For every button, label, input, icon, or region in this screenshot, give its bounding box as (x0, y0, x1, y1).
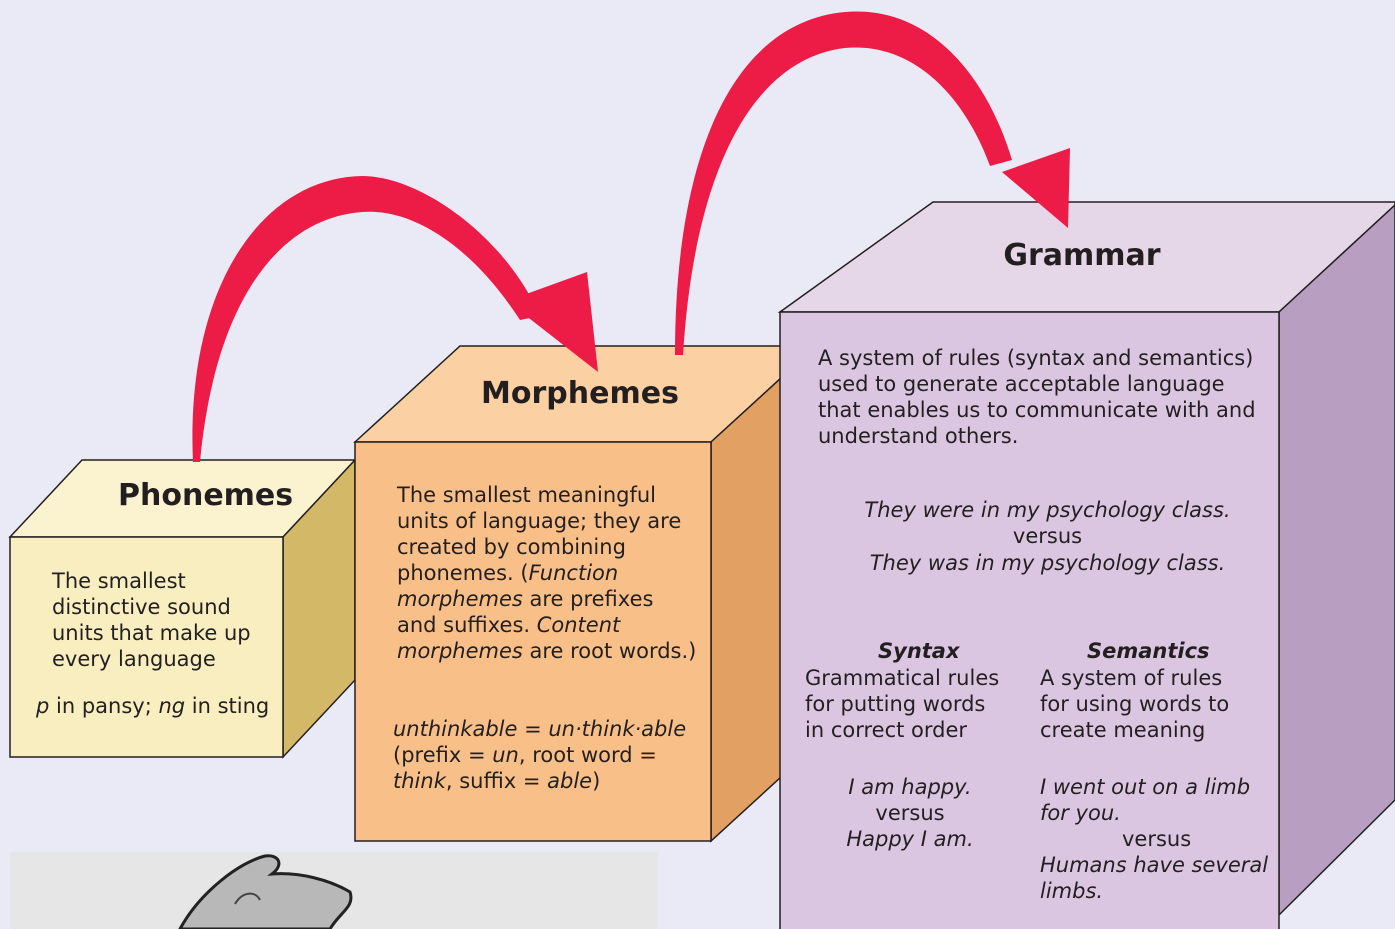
phonemes-block (8, 458, 357, 759)
syntax-heading: Syntax (878, 639, 960, 663)
grammar-title: Grammar (1003, 238, 1161, 273)
phonemes-example: p in pansy; ng in sting (36, 693, 281, 719)
syntax-example-versus: versus (875, 801, 945, 825)
semantics-example-2: Humans have several limbs. (1040, 853, 1269, 903)
phonemes-definition: The smallest distinctive sound units tha… (52, 569, 251, 671)
grammar-example-versus: versus (1012, 524, 1083, 548)
phonemes-block-front (9, 536, 284, 758)
grammar-example-line-1: They were in my psychology class. (864, 498, 1231, 522)
morphemes-definition: The smallest meaningful units of languag… (397, 482, 697, 664)
grammar-example-line-2: They was in my psychology class. (869, 551, 1226, 575)
morphemes-breakdown-p1: (prefix = (393, 743, 493, 767)
semantics-example-1: I went out on a limb for you. (1040, 775, 1251, 825)
semantics-definition: A system of rules for using words to cre… (1040, 666, 1230, 742)
morphemes-breakdown-p2: , root word = (518, 743, 657, 767)
morphemes-breakdown-p3: , suffix = (445, 769, 548, 793)
morphemes-breakdown-able: able (547, 769, 593, 793)
morphemes-breakdown-think: think (393, 769, 446, 793)
grammar-block-front (779, 311, 1280, 929)
arrow-morphemes-to-grammar (675, 11, 1070, 356)
morphemes-example-breakdown: (prefix = un, root word = think, suffix … (393, 742, 668, 794)
morphemes-content-term: Content morphemes (397, 613, 621, 663)
morphemes-breakdown-un: un (492, 743, 519, 767)
cropped-photo (10, 852, 658, 929)
phonemes-example-text-1: in pansy; (49, 694, 159, 718)
morphemes-definition-part-b: are prefixes and suffixes. (397, 587, 654, 637)
semantics-example-versus: versus (1122, 827, 1192, 851)
morphemes-function-term: Function morphemes (397, 561, 619, 611)
morphemes-block-front (354, 441, 712, 842)
morphemes-breakdown-p4: ) (592, 769, 601, 793)
morphemes-definition-part-c: are root words.) (522, 639, 697, 663)
morphemes-example-word: unthinkable = un·think·able (393, 717, 687, 741)
grammar-definition: A system of rules (syntax and semantics)… (818, 346, 1256, 448)
syntax-example-2: Happy I am. (846, 827, 974, 851)
phonemes-title: Phonemes (118, 478, 294, 513)
arrow-phonemes-to-morphemes (192, 176, 598, 462)
syntax-example-1: I am happy. (848, 775, 972, 799)
morphemes-title: Morphemes (481, 376, 679, 411)
syntax-definition: Grammatical rules for putting words in c… (805, 666, 1000, 742)
hand-sketch-image (10, 852, 658, 929)
morphemes-definition-part-a: The smallest meaningful units of languag… (397, 483, 682, 585)
phonemes-example-ng: ng (158, 694, 186, 718)
phonemes-example-text-2: in sting (185, 694, 270, 718)
grammar-block (777, 201, 1395, 929)
semantics-heading: Semantics (1087, 639, 1210, 663)
phonemes-example-p: p (36, 694, 50, 718)
